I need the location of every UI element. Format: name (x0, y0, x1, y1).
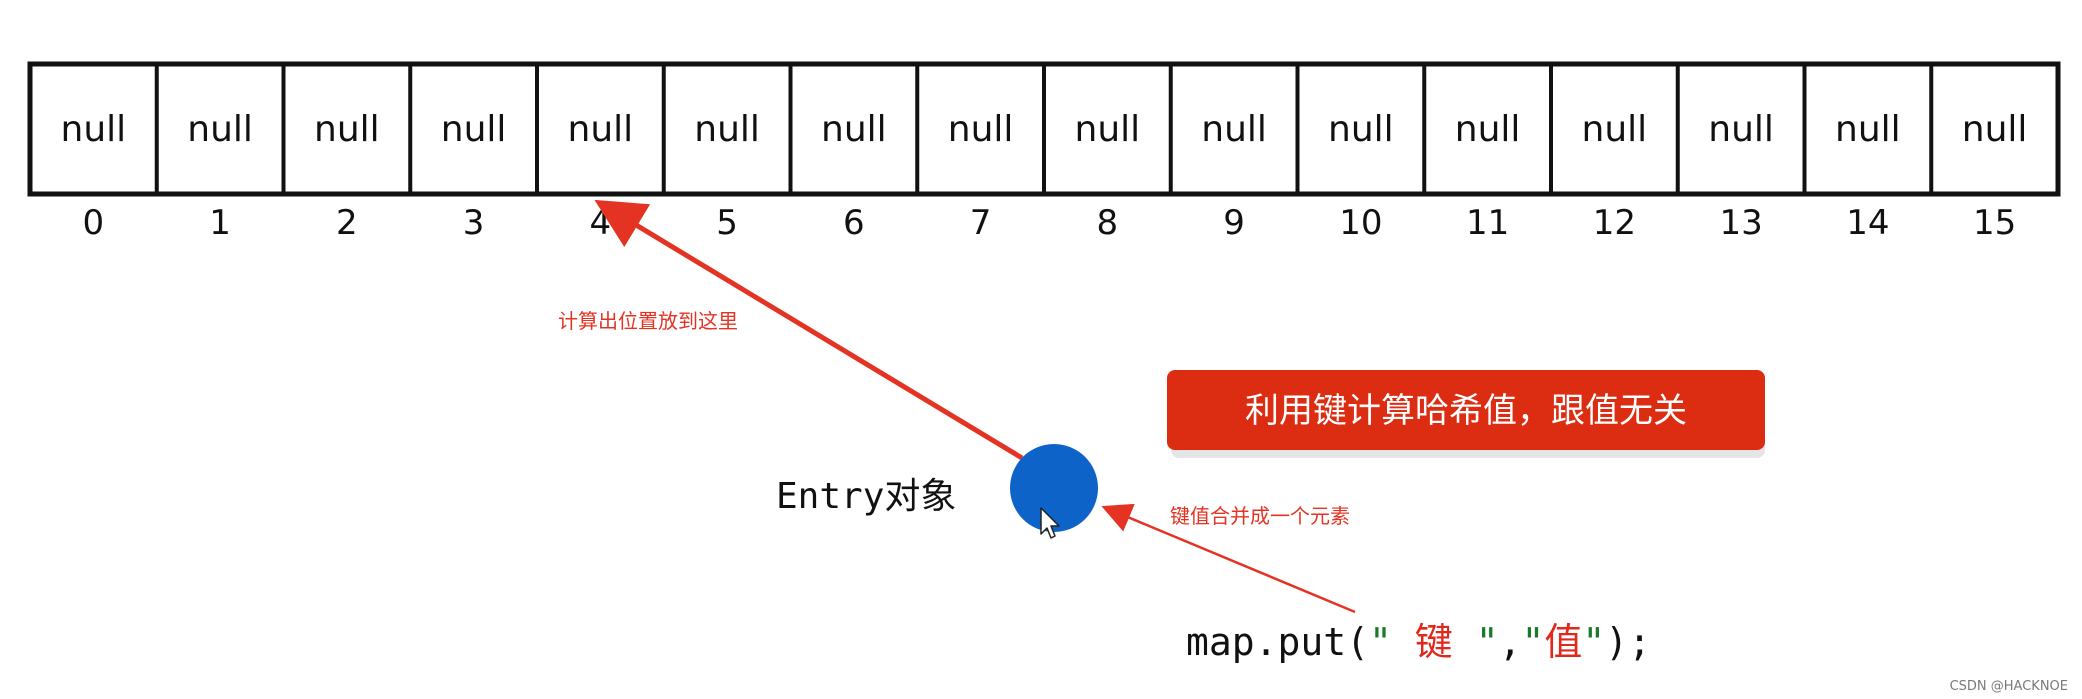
bucket-14: null 14 (1835, 109, 1901, 243)
code-comma: , (1499, 620, 1522, 664)
bucket-8: null 8 (1075, 109, 1141, 243)
bucket-index: 14 (1846, 203, 1889, 243)
bucket-value: null (821, 109, 887, 150)
bucket-value: null (694, 109, 760, 150)
cursor-icon (1040, 507, 1060, 539)
bucket-3: null 3 (441, 109, 507, 243)
bucket-value: null (61, 109, 127, 150)
bucket-index: 12 (1593, 203, 1636, 243)
bucket-value: null (314, 109, 380, 150)
bucket-index: 11 (1466, 203, 1509, 243)
bucket-value: null (187, 109, 253, 150)
bucket-index: 15 (1973, 203, 2016, 243)
compute-position-arrow (594, 199, 1024, 461)
bucket-index: 9 (1223, 203, 1245, 243)
bucket-1: null 1 (187, 109, 253, 243)
merge-label: 键值合并成一个元素 (1170, 504, 1350, 528)
bucket-12: null 12 (1582, 109, 1648, 243)
bucket-11: null 11 (1455, 109, 1521, 243)
bucket-index: 10 (1339, 203, 1382, 243)
bucket-index: 3 (463, 203, 485, 243)
code-value-close-quote: " (1582, 620, 1605, 664)
bucket-index: 1 (209, 203, 231, 243)
entry-circle (1010, 444, 1098, 532)
bucket-index: 6 (843, 203, 865, 243)
bucket-7: null 7 (948, 109, 1014, 243)
hash-note-banner: 利用键计算哈希值，跟值无关 (1167, 370, 1765, 458)
code-key-close-quote: " (1476, 620, 1499, 664)
code-key-open-quote: " (1369, 620, 1392, 664)
watermark: CSDN @HACKNOE (1950, 679, 2068, 694)
bucket-array: null0null1null2null3null4null5null6null7… (27, 61, 2061, 243)
code-value: 值 (1544, 620, 1582, 664)
bucket-index: 7 (970, 203, 992, 243)
bucket-value: null (568, 109, 634, 150)
bucket-13: null 13 (1708, 109, 1774, 243)
code-key: 键 (1392, 620, 1476, 664)
bucket-value: null (1582, 109, 1648, 150)
bucket-2: null 2 (314, 109, 380, 243)
code-suffix: ); (1605, 620, 1651, 664)
code-prefix: map.put( (1186, 620, 1369, 664)
code-value-open-quote: " (1521, 620, 1544, 664)
bucket-index: 2 (336, 203, 358, 243)
bucket-value: null (1455, 109, 1521, 150)
entry-object-label: Entry对象 (776, 476, 956, 517)
bucket-9: null 9 (1201, 109, 1267, 243)
bucket-value: null (1708, 109, 1774, 150)
bucket-value: null (1328, 109, 1394, 150)
banner-text: 利用键计算哈希值，跟值无关 (1245, 391, 1687, 431)
bucket-15: null 15 (1962, 109, 2028, 243)
bucket-5: null 5 (694, 109, 760, 243)
bucket-value: null (441, 109, 507, 150)
compute-position-label: 计算出位置放到这里 (558, 309, 738, 333)
bucket-6: null 6 (821, 109, 887, 243)
bucket-index: 0 (83, 203, 105, 243)
code-line: map.put(" 键 ","值"); (1186, 620, 1651, 664)
bucket-value: null (1075, 109, 1141, 150)
bucket-index: 8 (1097, 203, 1119, 243)
bucket-index: 13 (1719, 203, 1762, 243)
bucket-value: null (1835, 109, 1901, 150)
bucket-value: null (948, 109, 1014, 150)
bucket-value: null (1962, 109, 2028, 150)
bucket-10: null 10 (1328, 109, 1394, 243)
bucket-0: null 0 (61, 109, 127, 243)
bucket-value: null (1201, 109, 1267, 150)
merge-arrow (1101, 503, 1356, 614)
bucket-index: 5 (716, 203, 738, 243)
